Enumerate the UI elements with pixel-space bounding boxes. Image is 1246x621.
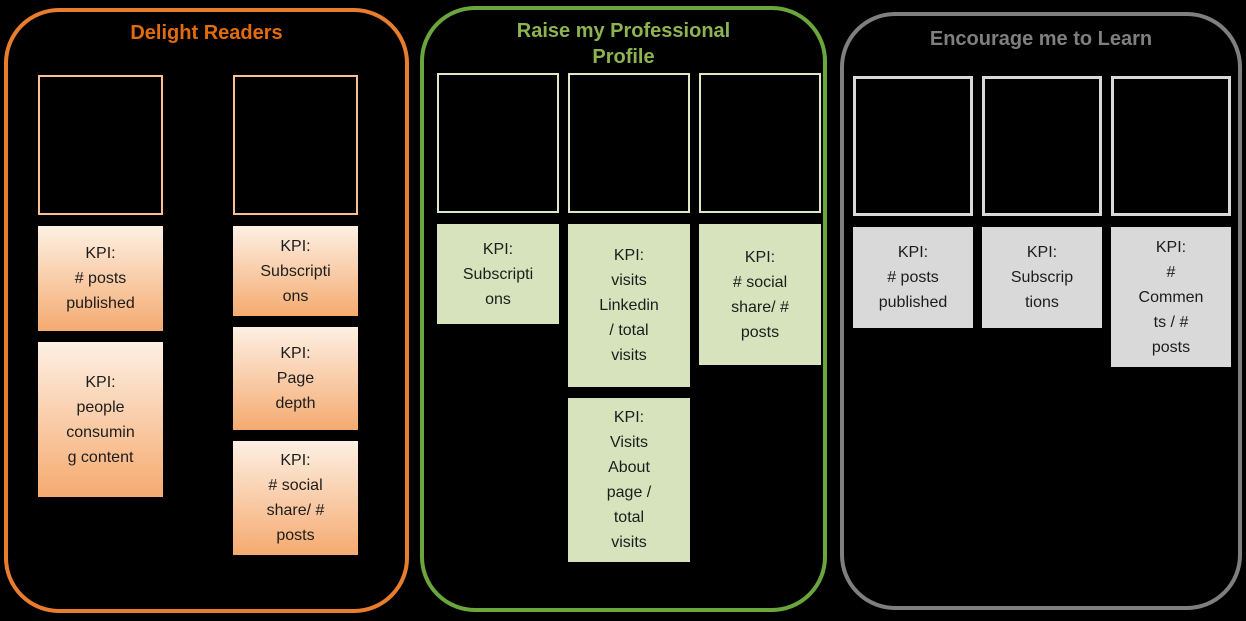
placeholder-box [982,76,1102,216]
column: KPI: Subscripti ons [437,73,559,324]
group-delight-readers: Delight Readers KPI: # posts published K… [4,8,409,613]
group-raise-professional-profile: Raise my Professional Profile KPI: Subsc… [420,6,827,612]
kpi-note: KPI: visits Linkedin / total visits [568,224,690,387]
group-title: Encourage me to Learn [929,28,1153,50]
kpi-note: KPI: people consumin g content [38,342,163,497]
group-encourage-me-to-learn: Encourage me to Learn KPI: # posts publi… [840,12,1242,610]
kpi-note: KPI: Subscripti ons [233,226,358,316]
group-title: Raise my Professional Profile [516,20,731,68]
column-row: KPI: # posts published KPI: Subscrip tio… [844,76,1238,367]
group-title: Delight Readers [130,22,283,44]
kpi-note: KPI: # Commen ts / # posts [1111,227,1231,367]
kpi-note: KPI: # social share/ # posts [699,224,821,365]
placeholder-box [1111,76,1231,216]
column: KPI: visits Linkedin / total visits KPI:… [568,73,690,562]
column: KPI: Subscripti ons KPI: Page depth KPI:… [233,75,358,555]
placeholder-box [437,73,559,213]
kpi-note: KPI: Visits About page / total visits [568,398,690,562]
kpi-note: KPI: # social share/ # posts [233,441,358,555]
column-row: KPI: # posts published KPI: people consu… [8,75,405,555]
column: KPI: # posts published [853,76,973,328]
kpi-note: KPI: Page depth [233,327,358,430]
column: KPI: # posts published KPI: people consu… [38,75,163,497]
kpi-note: KPI: # posts published [38,226,163,331]
column: KPI: # Commen ts / # posts [1111,76,1231,367]
placeholder-box [38,75,163,215]
column-row: KPI: Subscripti ons KPI: visits Linkedin… [424,73,823,562]
placeholder-box [233,75,358,215]
placeholder-box [699,73,821,213]
kpi-note: KPI: Subscrip tions [982,227,1102,328]
column: KPI: Subscrip tions [982,76,1102,328]
column: KPI: # social share/ # posts [699,73,821,365]
kpi-note: KPI: # posts published [853,227,973,328]
placeholder-box [568,73,690,213]
placeholder-box [853,76,973,216]
kpi-note: KPI: Subscripti ons [437,224,559,324]
